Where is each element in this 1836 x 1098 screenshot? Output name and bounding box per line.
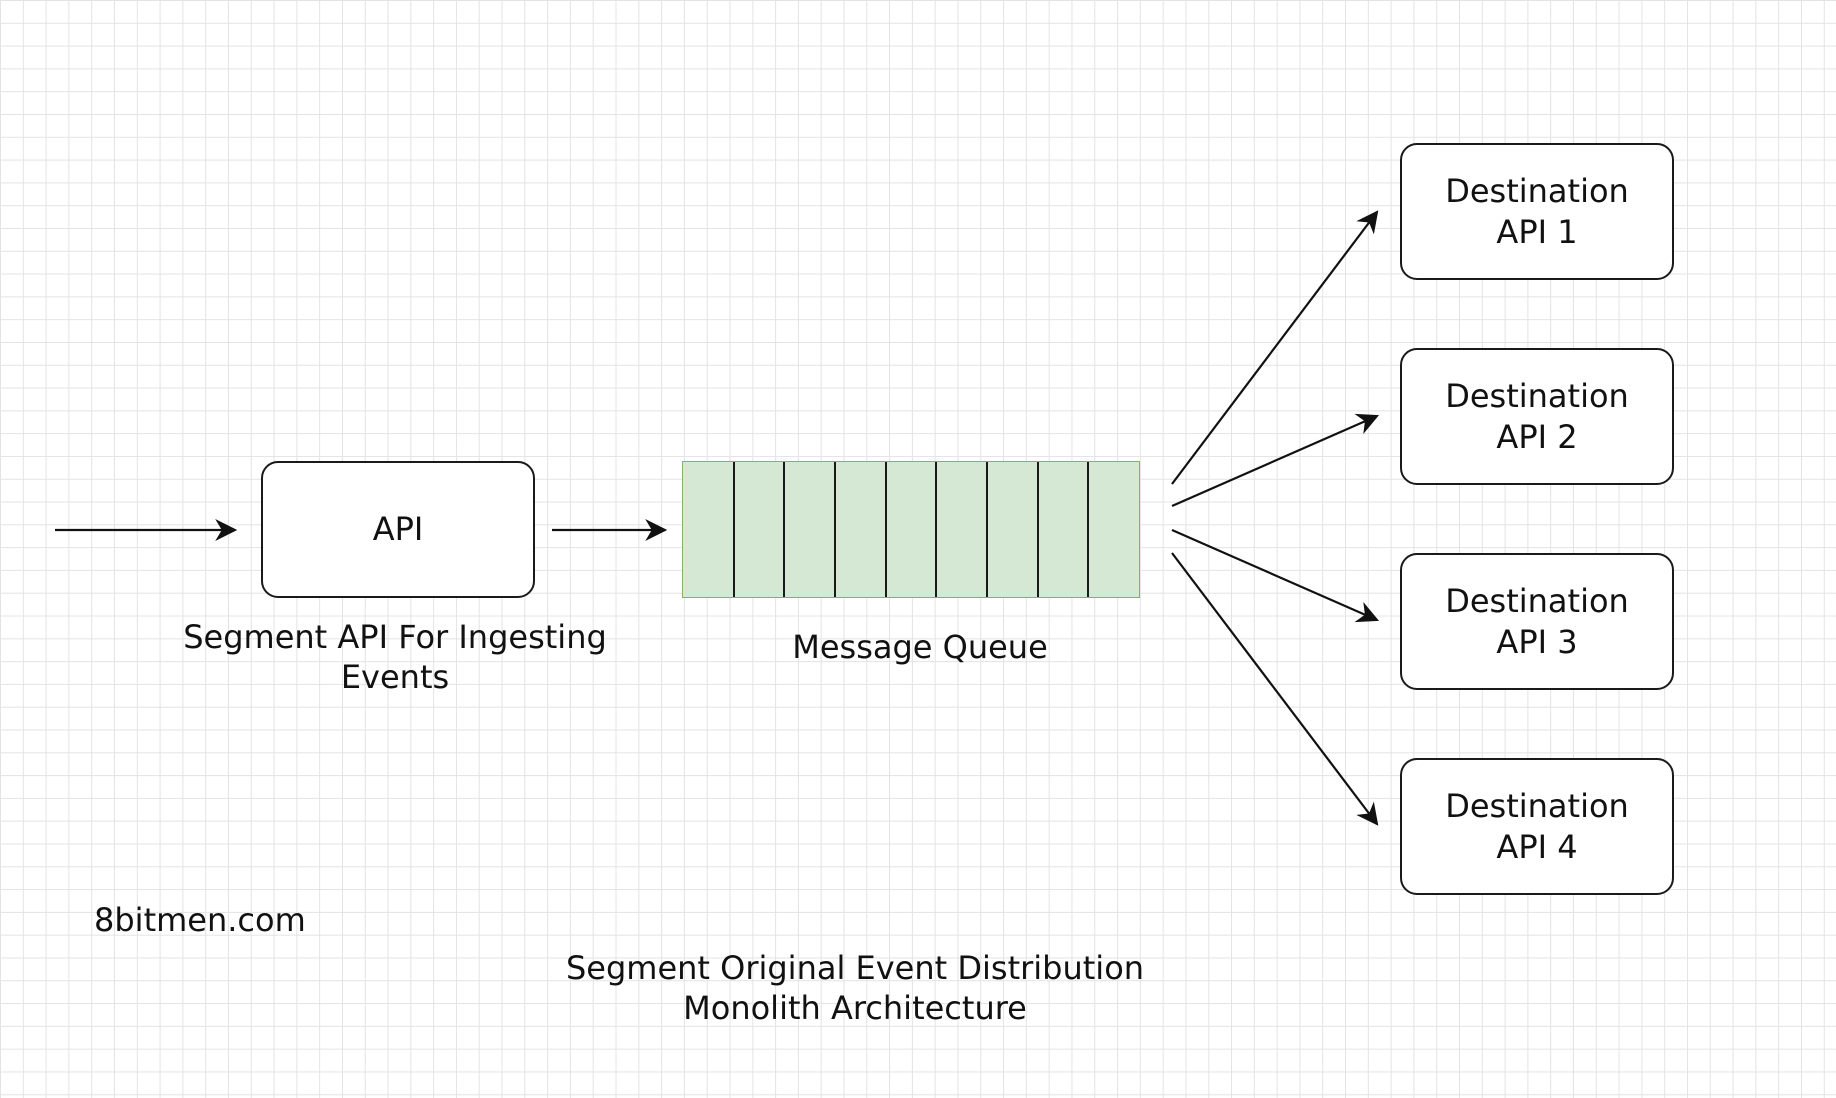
destination-api-3-label: Destination API 3 xyxy=(1445,581,1629,661)
queue-caption: Message Queue xyxy=(792,628,1048,666)
message-queue xyxy=(682,461,1140,598)
destination-api-2-label: Destination API 2 xyxy=(1445,376,1629,456)
destination-api-3-box: Destination API 3 xyxy=(1400,553,1674,690)
destination-api-1-box: Destination API 1 xyxy=(1400,143,1674,280)
api-box: API xyxy=(261,461,535,598)
queue-slot-divider xyxy=(732,462,735,597)
destination-api-2-box: Destination API 2 xyxy=(1400,348,1674,485)
arrow-queue-to-destination-3 xyxy=(1171,528,1380,623)
destination-api-4-label: Destination API 4 xyxy=(1445,786,1629,866)
site-watermark: 8bitmen.com xyxy=(94,901,306,939)
arrow-queue-to-destination-1 xyxy=(1171,210,1379,485)
destination-api-4-box: Destination API 4 xyxy=(1400,758,1674,895)
arrow-queue-to-destination-4 xyxy=(1171,552,1379,826)
queue-slot-divider xyxy=(783,462,786,597)
api-box-label: API xyxy=(372,510,424,548)
api-caption: Segment API For Ingesting Events xyxy=(183,618,607,696)
destination-api-1-label: Destination API 1 xyxy=(1445,171,1629,251)
queue-slot-divider xyxy=(833,462,836,597)
queue-slot-divider xyxy=(935,462,938,597)
queue-slot-divider xyxy=(1087,462,1090,597)
diagram-title: Segment Original Event Distribution Mono… xyxy=(565,949,1145,1027)
queue-slot-divider xyxy=(884,462,887,597)
queue-slot-divider xyxy=(985,462,988,597)
arrow-queue-to-destination-2 xyxy=(1171,413,1380,508)
queue-slot-divider xyxy=(1036,462,1039,597)
